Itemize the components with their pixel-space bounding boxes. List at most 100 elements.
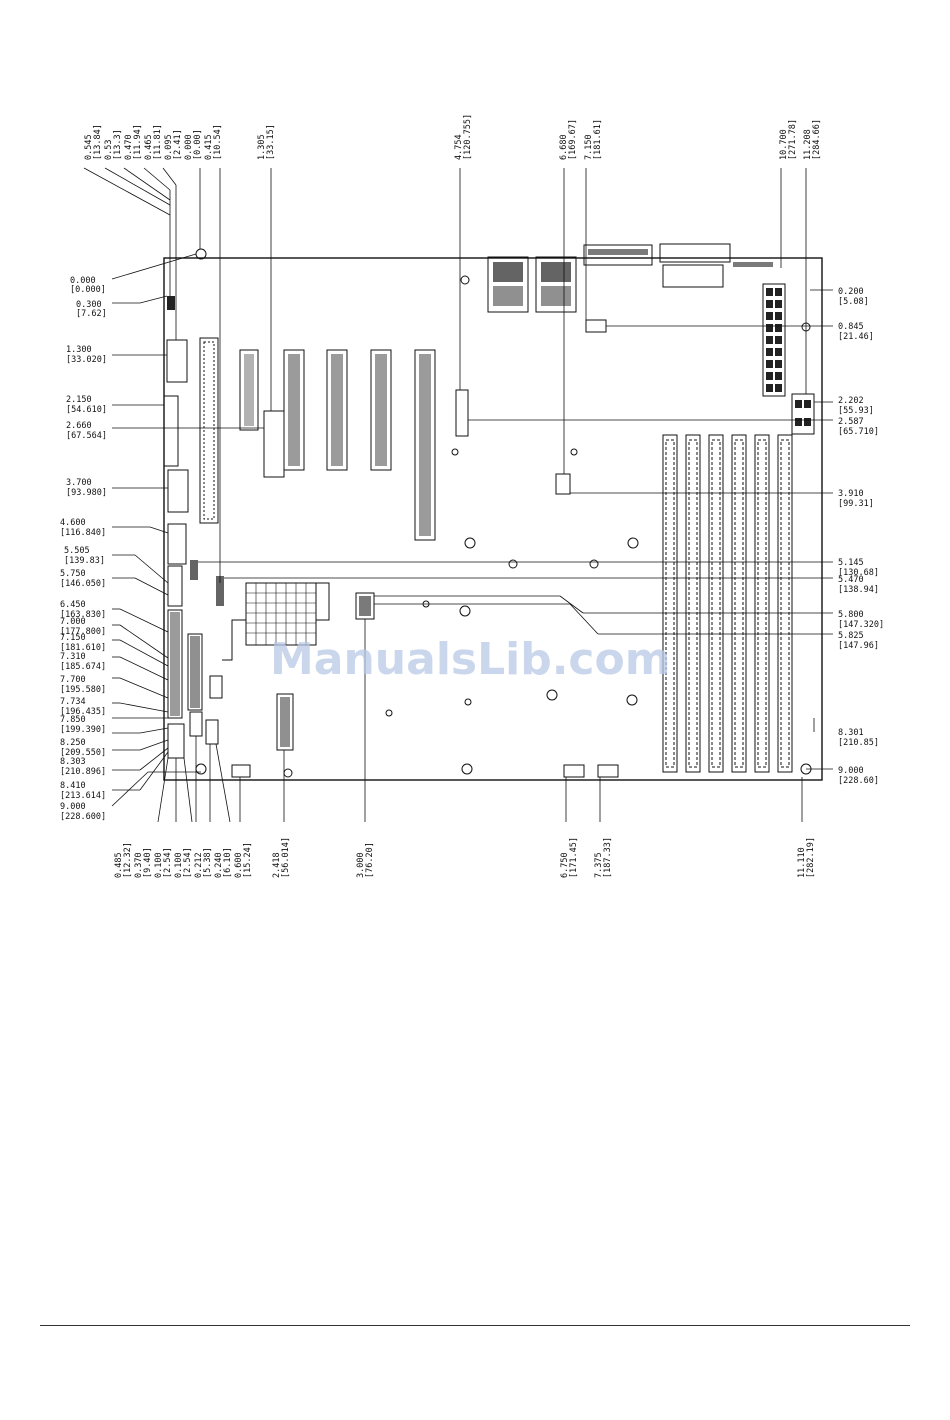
- power-connectors: [585, 283, 815, 435]
- dim-label: 7.150: [584, 134, 594, 160]
- dim-label: 2.660: [66, 421, 92, 431]
- dim-label: 5.145: [838, 558, 864, 568]
- dim-label: [2.54]: [183, 847, 193, 878]
- dim-label: 6.450: [60, 600, 86, 610]
- dim-label: [93.980]: [66, 488, 107, 498]
- dim-label: [55.93]: [838, 406, 874, 416]
- dim-label: [13.3]: [113, 129, 123, 160]
- dim-label: [284.66]: [812, 119, 822, 160]
- dim-label: [147.96]: [838, 641, 879, 651]
- dim-label: [65.710]: [838, 427, 879, 437]
- dim-label: [5.38]: [203, 847, 213, 878]
- dim-label: [271.78]: [788, 119, 798, 160]
- dim-label: 1.305: [257, 134, 267, 160]
- dim-label: 2.418: [272, 852, 282, 878]
- dim-label: 6.750: [560, 852, 570, 878]
- dim-label: [177.800]: [60, 627, 106, 637]
- dim-label: [181.61]: [593, 119, 603, 160]
- dim-label: [139.83]: [64, 556, 105, 566]
- dim-label: 0.465: [144, 134, 154, 160]
- dim-label: 4.754: [454, 134, 464, 160]
- dim-label: 0.845: [838, 322, 864, 332]
- dim-label: 7.734: [60, 697, 86, 707]
- dim-label: [138.94]: [838, 585, 879, 595]
- dim-label: [33.020]: [66, 355, 107, 365]
- left-headers: [163, 296, 619, 778]
- dim-label: [146.050]: [60, 579, 106, 589]
- dim-label: 10.700: [779, 129, 789, 160]
- dim-label: 7.850: [60, 715, 86, 725]
- dim-label: [213.614]: [60, 791, 106, 801]
- dim-label: [163.830]: [60, 610, 106, 620]
- dim-label: [15.24]: [243, 842, 253, 878]
- dim-label: [228.60]: [838, 776, 879, 786]
- rear-io-connectors: [487, 243, 773, 313]
- dim-label: [9.40]: [143, 847, 153, 878]
- dim-label: [10.54]: [213, 124, 223, 160]
- dim-label: 2.150: [66, 395, 92, 405]
- dim-label: [99.31]: [838, 499, 874, 509]
- dim-label: [33.15]: [266, 124, 276, 160]
- dim-label: 0.600: [234, 852, 244, 878]
- dim-label: [12.32]: [123, 842, 133, 878]
- dim-label: [21.46]: [838, 332, 874, 342]
- dim-label: 7.310: [60, 652, 86, 662]
- dim-label: 0.370: [134, 852, 144, 878]
- dim-label: 7.000: [60, 617, 86, 627]
- dim-label: 0.470: [124, 134, 134, 160]
- dim-label: [209.550]: [60, 748, 106, 758]
- dim-label: [210.85]: [838, 738, 879, 748]
- dim-label: [56.014]: [281, 837, 291, 878]
- dim-label: 4.600: [60, 518, 86, 528]
- dim-label: 9.000: [838, 766, 864, 776]
- dim-label: 8.301: [838, 728, 864, 738]
- dim-label: [6.10]: [223, 847, 233, 878]
- dim-label: [169.67]: [568, 119, 578, 160]
- dim-label: 5.800: [838, 610, 864, 620]
- dim-label: [13.84]: [93, 124, 103, 160]
- dim-label: 0.53: [104, 140, 114, 160]
- dim-label: 9.000: [60, 802, 86, 812]
- dim-label: [120.755]: [463, 114, 473, 160]
- dim-label: 8.410: [60, 781, 86, 791]
- memory-slots: [662, 434, 793, 773]
- dim-label: 11.110: [797, 847, 807, 878]
- dim-label: 2.587: [838, 417, 864, 427]
- dim-label: 0.240: [214, 852, 224, 878]
- dim-label: [195.580]: [60, 685, 106, 695]
- dim-label: [0.00]: [193, 129, 203, 160]
- dim-label: 0.000: [184, 134, 194, 160]
- dim-label: 0.485: [114, 852, 124, 878]
- dim-label: [171.45]: [569, 837, 579, 878]
- dim-label: 7.150: [60, 633, 86, 643]
- dim-label: [199.390]: [60, 725, 106, 735]
- chipset-area: [222, 582, 375, 751]
- dim-label: [76.20]: [365, 842, 375, 878]
- dim-label: [54.610]: [66, 405, 107, 415]
- footer-rule: [40, 1325, 910, 1326]
- dim-label: 0.545: [84, 134, 94, 160]
- right-dimension-labels: 0.200 [5.08] 0.845 [21.46] 2.202 [55.93]…: [838, 287, 884, 786]
- dim-label: 1.300: [66, 345, 92, 355]
- dim-label: 0.212: [194, 852, 204, 878]
- dim-label: [67.564]: [66, 431, 107, 441]
- dim-label: 0.415: [204, 134, 214, 160]
- dim-label: [185.674]: [60, 662, 106, 672]
- dim-label: 8.250: [60, 738, 86, 748]
- dimension-lines: [83, 167, 833, 823]
- dim-label: [196.435]: [60, 707, 106, 717]
- top-dimension-labels: 0.545 [13.84] 0.53 [13.3] 0.470 [11.94] …: [84, 114, 822, 160]
- dim-label: 7.375: [594, 852, 604, 878]
- dim-label: 3.000: [356, 852, 366, 878]
- dim-label: [2.54]: [163, 847, 173, 878]
- dim-label: [181.610]: [60, 643, 106, 653]
- dim-label: [147.320]: [838, 620, 884, 630]
- watermark: ManualsLib.com: [270, 634, 671, 685]
- dim-label: 0.000: [70, 276, 96, 286]
- expansion-slots: [199, 337, 469, 541]
- dim-label: 8.303: [60, 757, 86, 767]
- dim-label: 3.910: [838, 489, 864, 499]
- dim-label: 5.750: [60, 569, 86, 579]
- dim-label: [5.08]: [838, 297, 869, 307]
